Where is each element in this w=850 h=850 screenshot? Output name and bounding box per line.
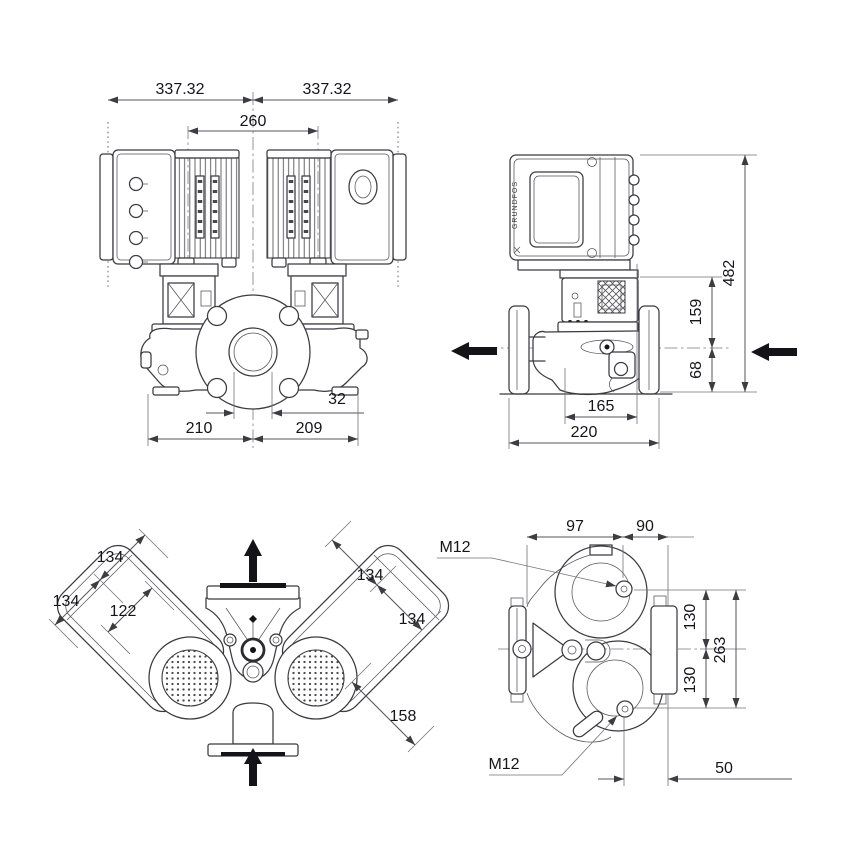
flow-arrow-up-bottom-icon (244, 748, 262, 786)
side-dimensions: 482 159 68 165 220 (508, 154, 757, 449)
dim-side-port-to-port: 220 (571, 424, 598, 441)
label-thread-top: M12 (439, 539, 470, 556)
side-control-box: GRUNDFOS (509, 154, 640, 261)
side-pump-head (517, 259, 639, 333)
plan-right-flange (650, 605, 678, 695)
dim-front-overall-right: 337.32 (303, 81, 352, 98)
dim-side-total-height: 482 (721, 260, 738, 287)
front-dimensions: 337.32 337.32 260 32 210 209 (108, 81, 398, 446)
dim-rot-seg-b: 134 (97, 549, 124, 566)
dim-plan-bolt-to-face: 90 (636, 518, 654, 535)
cable-gland-icons (128, 176, 148, 270)
rotated-top-view: 134 134 122 134 134 158 (48, 520, 450, 786)
front-right-motor (266, 149, 407, 268)
front-pump-heads (151, 263, 355, 338)
fan-grille-icon (161, 649, 219, 707)
m12-bolt-bottom (616, 700, 634, 718)
brand-x-icon (513, 246, 521, 254)
front-view: 337.32 337.32 260 32 210 209 (99, 81, 407, 448)
dim-plan-lower-half: 130 (682, 667, 699, 694)
rotated-dimensions: 134 134 122 134 134 158 (48, 520, 442, 753)
leader-m12-bottom (489, 715, 618, 776)
dim-rot-seg-c: 134 (357, 567, 384, 584)
blind-plug-icon (348, 169, 378, 205)
label-thread-bottom: M12 (488, 756, 519, 773)
flow-arrow-up-top-icon (244, 539, 262, 582)
drain-plug-icon (572, 710, 604, 738)
side-volute (499, 305, 673, 396)
brand-label: GRUNDFOS (512, 181, 519, 229)
dim-side-head-width: 165 (588, 398, 615, 415)
dim-front-base-left: 210 (186, 420, 213, 437)
flow-arrow-right-icon (751, 343, 797, 361)
plan-volute (508, 544, 678, 743)
leader-m12-top (437, 557, 617, 588)
dim-front-motor-spacing: 260 (240, 113, 267, 130)
front-left-motor (99, 149, 240, 270)
dim-rot-diagonal: 158 (390, 708, 417, 725)
dim-front-overall-left: 337.32 (156, 81, 205, 98)
dim-front-port-width: 32 (328, 391, 346, 408)
dim-side-center-to-base: 68 (688, 361, 705, 379)
dim-rot-seg-a: 134 (53, 593, 80, 610)
front-volute (140, 294, 369, 410)
m12-bolt-top (615, 580, 633, 598)
dim-front-base-right: 209 (296, 420, 323, 437)
fan-grille-icon (287, 649, 345, 707)
flow-arrow-left-icon (451, 342, 497, 360)
suction-flange (508, 305, 530, 395)
dim-plan-upper-half: 130 (682, 604, 699, 631)
plan-view: 97 90 M12 M12 130 263 130 50 (437, 518, 792, 786)
plan-dimensions: 97 90 M12 M12 130 263 130 50 (437, 518, 792, 786)
dim-plan-bolt-x: 97 (566, 518, 584, 535)
dim-rot-motor-width: 122 (110, 603, 137, 620)
side-view: GRUNDFOS (451, 154, 797, 449)
dim-side-center-to-clamp: 159 (688, 299, 705, 326)
dim-plan-bolt-offset: 50 (715, 760, 733, 777)
dim-plan-overall: 263 (712, 637, 729, 664)
dim-rot-seg-d: 134 (399, 611, 426, 628)
